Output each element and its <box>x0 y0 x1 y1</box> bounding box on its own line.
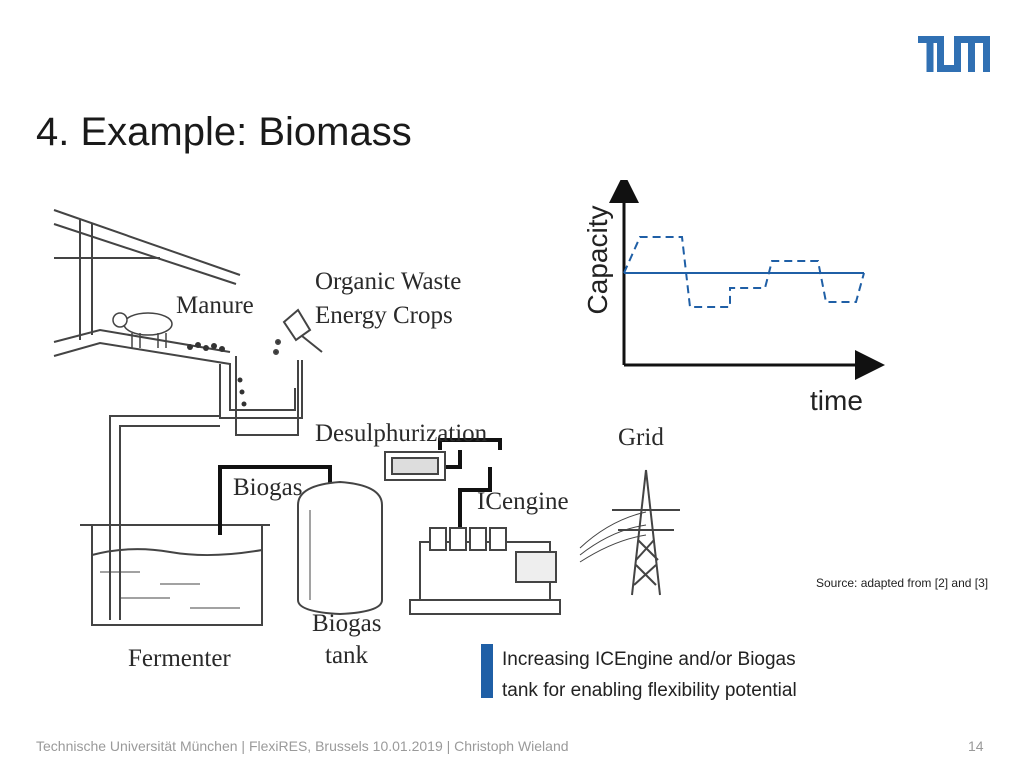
tum-logo <box>918 36 990 72</box>
label-manure: Manure <box>176 292 254 319</box>
highlight-line-2: tank for enabling flexibility potential <box>502 680 797 701</box>
barn-floor <box>53 328 231 353</box>
barn-roof <box>53 209 241 276</box>
label-grid: Grid <box>618 424 664 451</box>
desulphurization-unit <box>384 451 446 481</box>
label-biogas-tank-line2: tank <box>325 642 369 669</box>
y-axis-label: Capacity <box>582 205 613 315</box>
capacity-sketch-svg <box>609 180 885 380</box>
cow-icon <box>112 312 173 348</box>
fermenter <box>80 524 270 626</box>
power-pylon-icon <box>579 469 680 596</box>
label-icengine: ICengine <box>477 488 569 515</box>
highlight-accent-bar <box>481 644 493 698</box>
plant-drawing <box>53 209 680 626</box>
highlight-line-1: Increasing ICEngine and/or Biogas <box>502 649 796 670</box>
icengine-unit <box>409 527 561 615</box>
page-number: 14 <box>968 738 984 754</box>
source-note: Source: adapted from [2] and [3] <box>816 576 989 590</box>
footer-text: Technische Universität München | FlexiRE… <box>36 738 569 754</box>
label-biogas-tank-line1: Biogas <box>312 610 382 637</box>
label-biogas: Biogas <box>233 474 303 501</box>
label-fermenter: Fermenter <box>128 645 231 672</box>
biomass-plant-diagram: Manure Organic Waste Energy Crops Desulp… <box>40 180 710 680</box>
bucket-icon <box>273 308 323 355</box>
biogas-tank <box>297 480 383 616</box>
page-title: 4. Example: Biomass <box>36 110 412 154</box>
manure-pile <box>187 342 247 407</box>
highlight-note: Increasing ICEngine and/or Biogas tank f… <box>502 644 882 706</box>
label-desulphurization: Desulphurization <box>315 420 488 447</box>
feed-pit <box>235 356 299 436</box>
flexible-capacity-line <box>623 236 865 308</box>
x-axis-label: time <box>810 385 863 416</box>
capacity-time-sketch: Capacity time <box>570 180 890 430</box>
label-energy-crops: Energy Crops <box>315 302 453 329</box>
label-organic-waste: Organic Waste <box>315 268 462 295</box>
